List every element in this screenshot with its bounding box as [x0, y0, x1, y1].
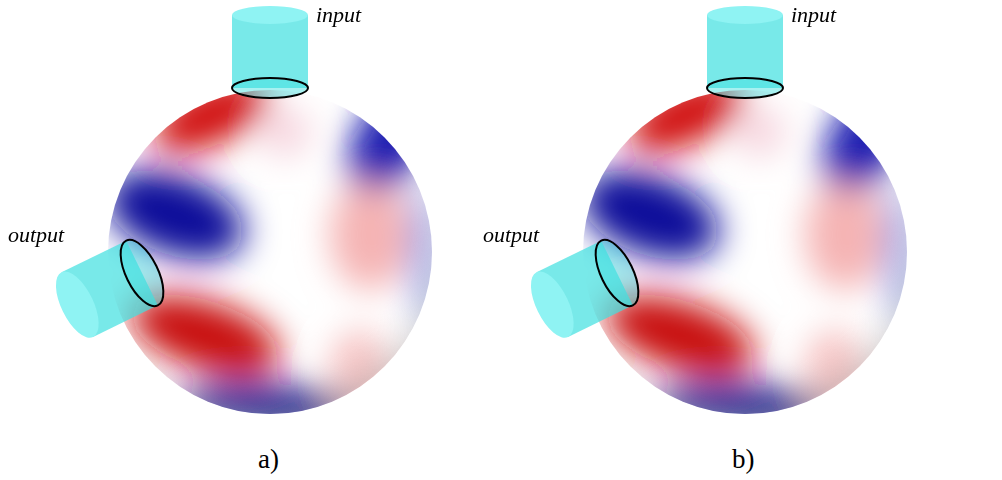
mode-pattern	[569, 62, 925, 433]
cylinder-end	[522, 265, 582, 344]
port-label: input	[316, 4, 361, 26]
panel-figure	[522, 6, 924, 433]
sphere	[108, 90, 432, 414]
port-ring	[232, 78, 308, 98]
cylinder-end	[47, 265, 107, 344]
panel-label: b)	[732, 446, 755, 473]
panel-figure	[47, 6, 449, 433]
output-port	[47, 234, 172, 344]
port-ring	[707, 78, 783, 98]
sphere	[583, 90, 907, 414]
port-ring	[587, 234, 647, 313]
input-port	[707, 6, 783, 98]
sphere-shading	[108, 90, 432, 414]
port-label: output	[483, 224, 539, 246]
cylinder-end	[232, 6, 308, 24]
cylinder-end	[707, 6, 783, 24]
mode-pattern	[94, 62, 450, 433]
port-label: input	[791, 4, 836, 26]
port-ring	[112, 234, 172, 313]
output-port	[522, 234, 647, 344]
sphere-shading	[583, 90, 907, 414]
input-port	[232, 6, 308, 98]
panel-label: a)	[258, 446, 279, 473]
port-label: output	[8, 224, 64, 246]
